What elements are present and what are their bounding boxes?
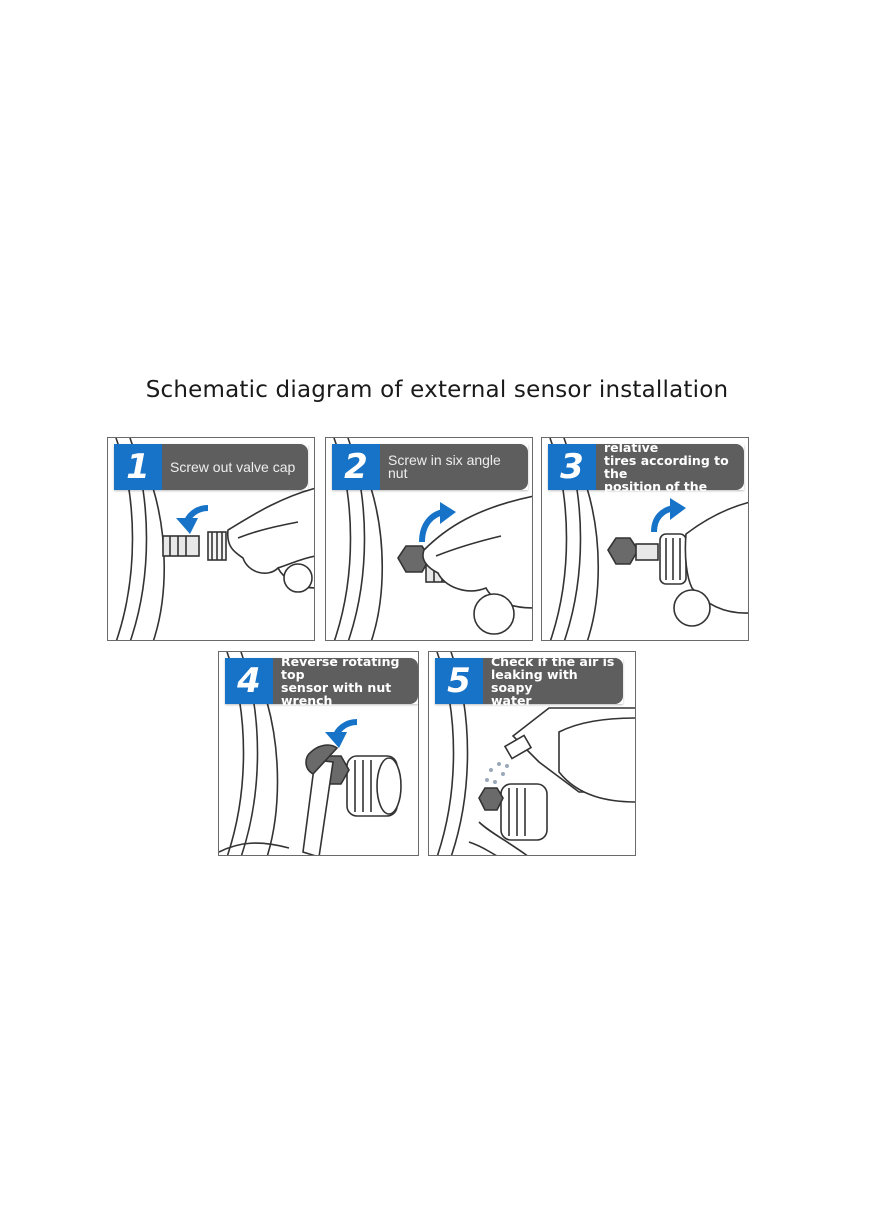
step-1-panel: 1 Screw out valve cap bbox=[107, 437, 315, 641]
hex-nut bbox=[478, 787, 504, 811]
step-number: 4 bbox=[225, 658, 273, 704]
step-caption: Screw in six angle nut bbox=[380, 444, 528, 490]
step-1-illustration bbox=[115, 438, 314, 640]
spray-icon bbox=[485, 762, 509, 784]
step-4-illustration bbox=[219, 652, 402, 855]
step-3-panel: 3 Rotate the relative tires according to… bbox=[541, 437, 749, 641]
hand bbox=[558, 717, 635, 803]
wrench bbox=[302, 759, 334, 855]
hex-nut bbox=[607, 537, 639, 565]
valve-stem bbox=[162, 535, 200, 557]
step-4-banner: 4 Reverse rotating top sensor with nut w… bbox=[225, 655, 418, 707]
step-number: 2 bbox=[332, 444, 380, 490]
step-caption: Check if the air is leaking with soapy w… bbox=[483, 655, 623, 707]
step-2-banner: 2 Screw in six angle nut bbox=[332, 444, 528, 490]
hand bbox=[684, 501, 748, 614]
step-2-panel: 2 Screw in six angle nut bbox=[325, 437, 533, 641]
step-3-illustration bbox=[549, 438, 748, 640]
step-4-panel: 4 Reverse rotating top sensor with nut w… bbox=[218, 651, 419, 856]
diagram-title: Schematic diagram of external sensor ins… bbox=[145, 377, 729, 403]
step-3-banner: 3 Rotate the relative tires according to… bbox=[548, 438, 744, 506]
step-1-banner: 1 Screw out valve cap bbox=[114, 444, 308, 490]
step-number: 1 bbox=[114, 444, 162, 490]
step-number: 3 bbox=[548, 444, 596, 490]
step-caption: Reverse rotating top sensor with nut wre… bbox=[273, 655, 418, 707]
step-5-panel: 5 Check if the air is leaking with soapy… bbox=[428, 651, 636, 856]
sensor bbox=[500, 783, 548, 841]
step-caption: Screw out valve cap bbox=[162, 444, 308, 490]
hand bbox=[422, 495, 532, 609]
step-5-banner: 5 Check if the air is leaking with soapy… bbox=[435, 655, 623, 707]
rim-arc bbox=[152, 487, 165, 640]
step-number: 5 bbox=[435, 658, 483, 704]
step-caption: Rotate the relative tires according to t… bbox=[596, 438, 744, 506]
